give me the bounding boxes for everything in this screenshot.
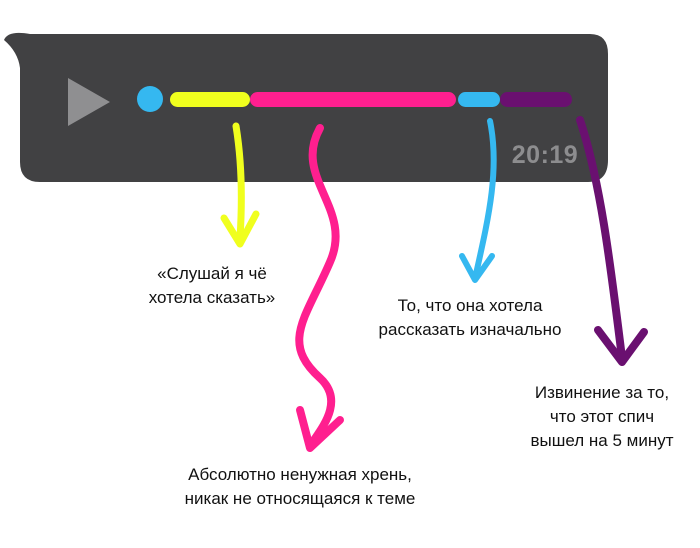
segment-apology (500, 92, 572, 107)
caption-line: рассказать изначально (378, 320, 562, 339)
caption-line: То, что она хотела (397, 296, 543, 315)
caption-apology: Извинение за то, что этот спич вышел на … (512, 381, 692, 453)
caption-line: что этот спич (549, 407, 655, 426)
segment-intro (170, 92, 250, 107)
duration-label: 20:19 (511, 141, 579, 169)
playhead-knob[interactable] (137, 86, 163, 112)
caption-irrelevant: Абсолютно ненужная хрень, никак не относ… (150, 463, 450, 511)
voice-message-bubble (0, 0, 700, 200)
caption-line: Извинение за то, (534, 383, 670, 402)
caption-line: вышел на 5 минут (530, 431, 674, 450)
caption-line: никак не относящаяся к теме (184, 489, 416, 508)
caption-line: хотела сказать» (148, 288, 276, 307)
audio-scrubber[interactable] (134, 84, 584, 114)
caption-original-point: То, что она хотела рассказать изначально (350, 294, 590, 342)
play-button[interactable] (62, 76, 114, 128)
bubble-background (4, 32, 608, 182)
caption-line: Абсолютно ненужная хрень, (188, 465, 412, 484)
caption-line: «Слушай я чё (157, 264, 267, 283)
caption-intro: «Слушай я чё хотела сказать» (122, 262, 302, 310)
segment-original-point (458, 92, 500, 107)
play-icon (68, 78, 110, 126)
segment-irrelevant (250, 92, 456, 107)
